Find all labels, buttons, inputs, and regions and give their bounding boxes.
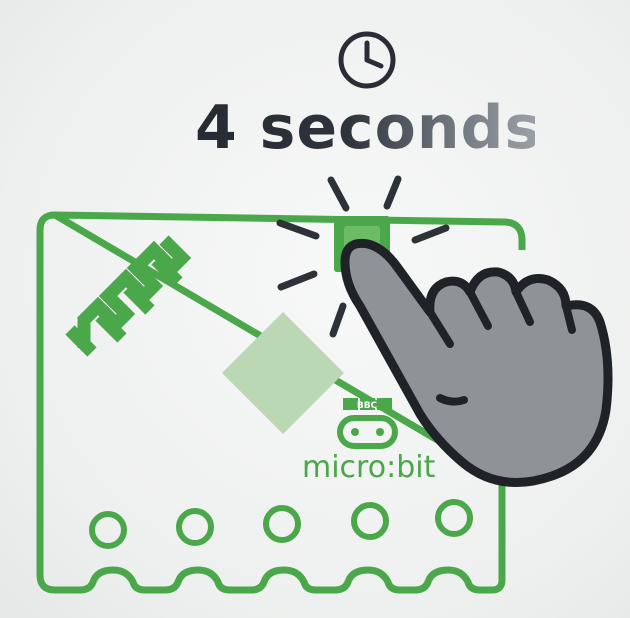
brand-name: micro:bit [302,448,442,488]
pin-ring [438,502,470,534]
pin-ring [266,508,298,540]
pin-ring [92,514,124,546]
pin-ring [179,511,211,543]
duration-label: 4 seconds [195,88,535,168]
edge-pins [92,502,470,546]
brand-badge: BBC [357,401,378,411]
clock-icon [341,34,393,86]
pin-ring [354,505,386,537]
svg-text:BBC: BBC [357,401,378,411]
led-matrix-diamond [222,312,344,434]
